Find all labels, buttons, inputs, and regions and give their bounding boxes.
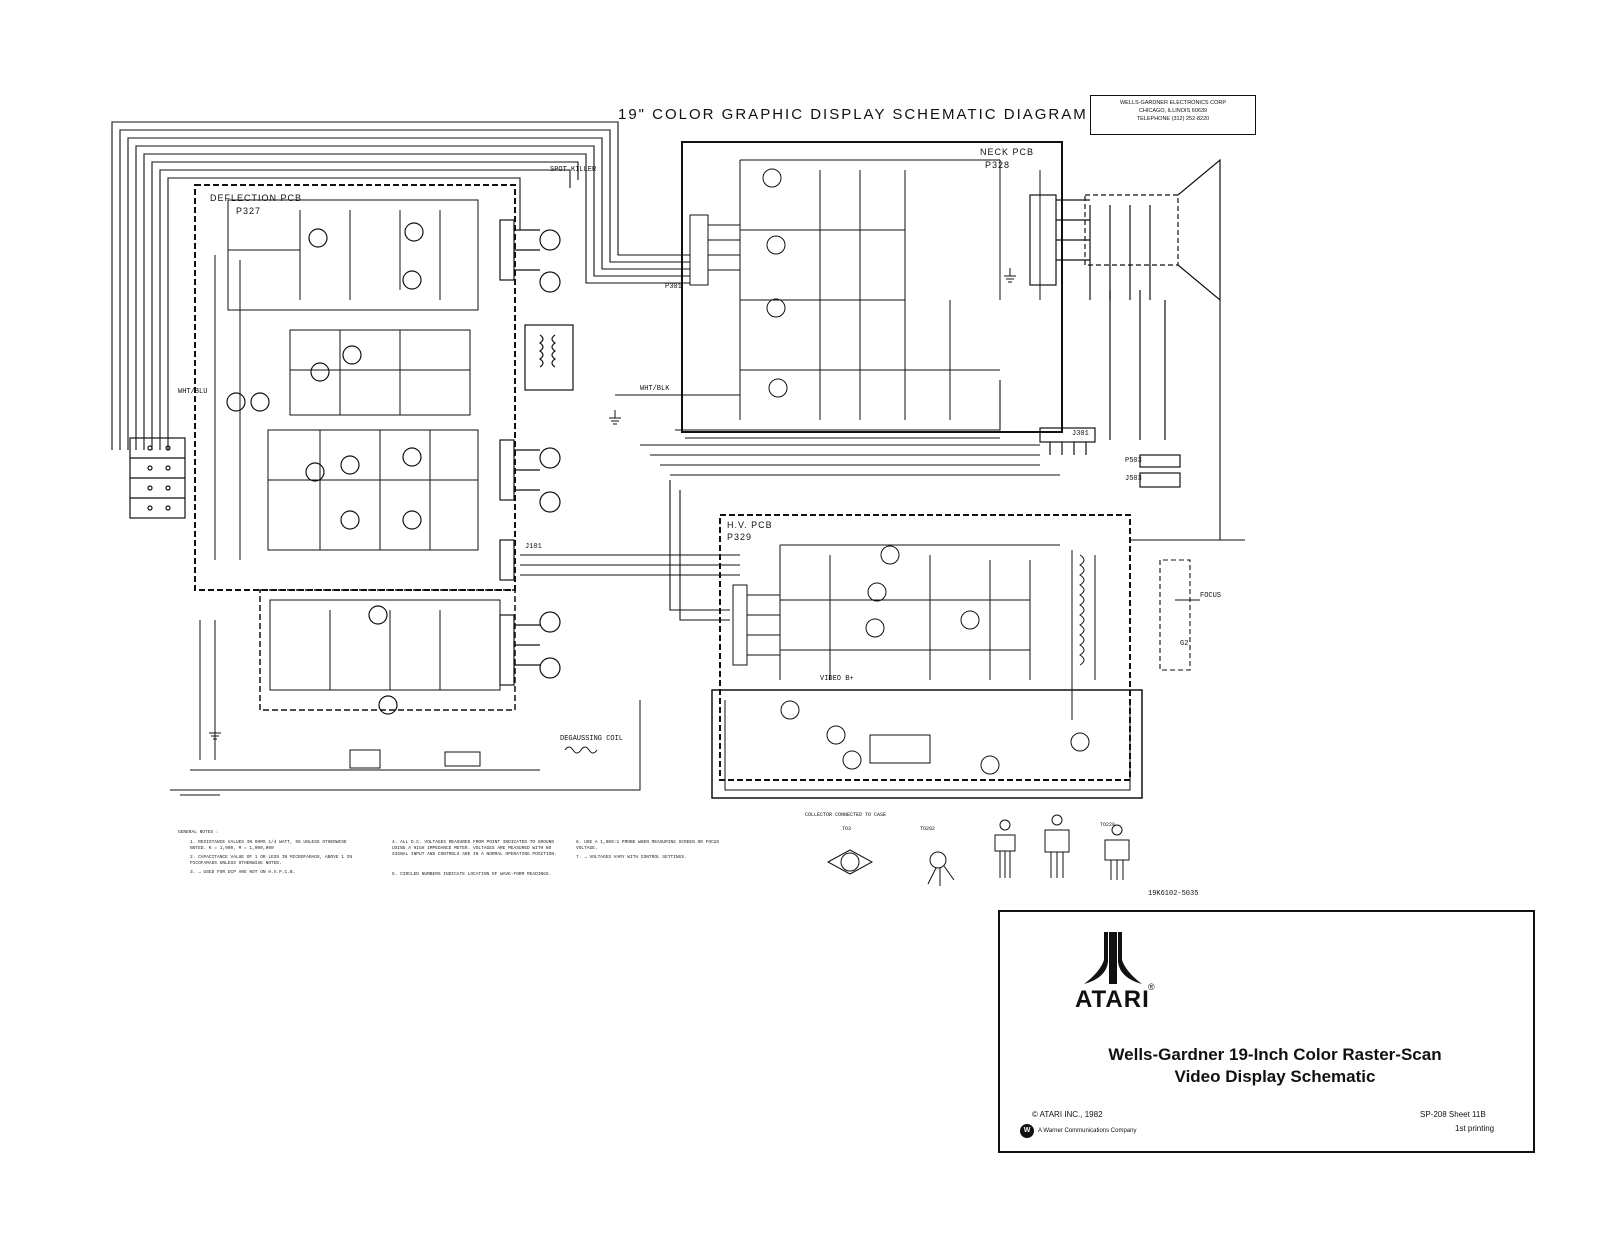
document-title-line2: Video Display Schematic: [1174, 1067, 1376, 1086]
copyright: © ATARI INC., 1982: [1032, 1110, 1103, 1119]
g2-label: G2: [1180, 640, 1189, 648]
input-connector-block: [129, 437, 186, 519]
neck-pcb-label: NECK PCB: [980, 147, 1035, 157]
document-title-line1: Wells-Gardner 19-Inch Color Raster-Scan: [1108, 1045, 1442, 1064]
deflection-transistors: [226, 222, 561, 715]
note-2: 2. CAPACITANCE VALUE OF 1 OR LESS IN MIC…: [190, 855, 353, 866]
warner-logo-icon: W: [1020, 1124, 1034, 1138]
manufacturer-phone: TELEPHONE (312) 252-8220: [1136, 116, 1210, 122]
hv-internals: [724, 544, 1131, 791]
pin-diagram-label: COLLECTOR CONNECTED TO CASE: [805, 812, 887, 818]
deflection-pcb-part: P327: [236, 206, 262, 216]
note-5: 5. CIRCLED NUMBERS INDICATE LOCATION OF …: [392, 872, 552, 877]
neck-internals: [689, 159, 1041, 420]
note-4: 4. ALL D.C. VOLTAGES MEASURED FROM POINT…: [392, 840, 557, 857]
document-title: Wells-Gardner 19-Inch Color Raster-Scan …: [1075, 1044, 1475, 1088]
deflection-pcb-label: DEFLECTION PCB: [210, 193, 303, 203]
j503-label: J503: [1125, 475, 1142, 483]
package-to3: TO3: [842, 826, 852, 832]
hv-pcb-label: H.V. PCB: [727, 520, 773, 530]
manufacturer-box: WELLS-GARDNER ELECTRONICS CORP CHICAGO, …: [1090, 95, 1256, 135]
note-7: 7. → VOLTAGES VARY WITH CONTROL SETTINGS…: [576, 855, 687, 860]
manufacturer-name: WELLS-GARDNER ELECTRONICS CORP: [1119, 100, 1227, 106]
note-1: 1. RESISTANCE VALUES IN OHMS 1/4 WATT, 5…: [190, 840, 347, 851]
part-code: 19K6102-5035: [1148, 890, 1199, 898]
video-b-label: VIDEO B+: [820, 675, 854, 683]
company-line: A Warner Communications Company: [1038, 1128, 1137, 1134]
brand-name: ATARI: [1075, 986, 1150, 1013]
focus-label: FOCUS: [1200, 592, 1222, 600]
neck-pcb-part: P328: [985, 160, 1011, 170]
degaussing-coil-label: DEGAUSSING COIL: [560, 735, 624, 743]
note-6: 6. USE A 1,000:1 PROBE WHEN MEASURING SC…: [576, 840, 720, 851]
neck-pcb-outline: [681, 141, 1063, 433]
crt-assembly: [1029, 158, 1221, 440]
top-bus-lines: [111, 121, 690, 450]
note-3: 3. → USED FOR DCP ARE NOT ON H.V.P.C.B.: [190, 870, 296, 875]
whtblk-label: WHT/BLK: [640, 385, 670, 393]
notes-title: GENERAL NOTES :: [178, 830, 219, 835]
lower-deflection-outline: [259, 589, 516, 711]
interconnect-wiring: [520, 300, 1245, 671]
printing: 1st printing: [1455, 1124, 1495, 1133]
bottom-circuits: [170, 620, 641, 796]
j101-label: J101: [525, 543, 542, 551]
sheet-number: SP-208 Sheet 11B: [1420, 1110, 1486, 1119]
wht-blu-label: WHT/BLU: [178, 388, 208, 396]
deflection-connectors: [499, 219, 540, 686]
spot-killer-label: SPOT KILLER: [550, 166, 597, 174]
deflection-internals: [214, 199, 501, 691]
p301-label: P301: [665, 283, 682, 291]
hv-lower-outline: [711, 689, 1143, 799]
hv-pcb-outline: [719, 514, 1131, 781]
diagram-title: 19" COLOR GRAPHIC DISPLAY SCHEMATIC DIAG…: [618, 106, 1088, 123]
mid-connectors: [1039, 427, 1181, 488]
package-diagrams: [826, 814, 1130, 886]
manufacturer-address: CHICAGO, ILLINOIS 60639: [1138, 108, 1208, 114]
j301-label: J301: [1072, 430, 1089, 438]
ground-symbols: [209, 268, 1016, 740]
deflection-pcb-outline: [194, 184, 516, 591]
hv-pcb-part: P329: [727, 532, 753, 542]
deflection-transformer: [524, 324, 574, 391]
atari-logo-icon: [1084, 932, 1142, 984]
package-to220: TO220: [1100, 822, 1116, 828]
title-block: ATARI ® Wells-Gardner 19-Inch Color Rast…: [998, 910, 1535, 1153]
registered-mark: ®: [1148, 982, 1155, 992]
package-to202: TO202: [920, 826, 936, 832]
p503-label: P503: [1125, 457, 1142, 465]
